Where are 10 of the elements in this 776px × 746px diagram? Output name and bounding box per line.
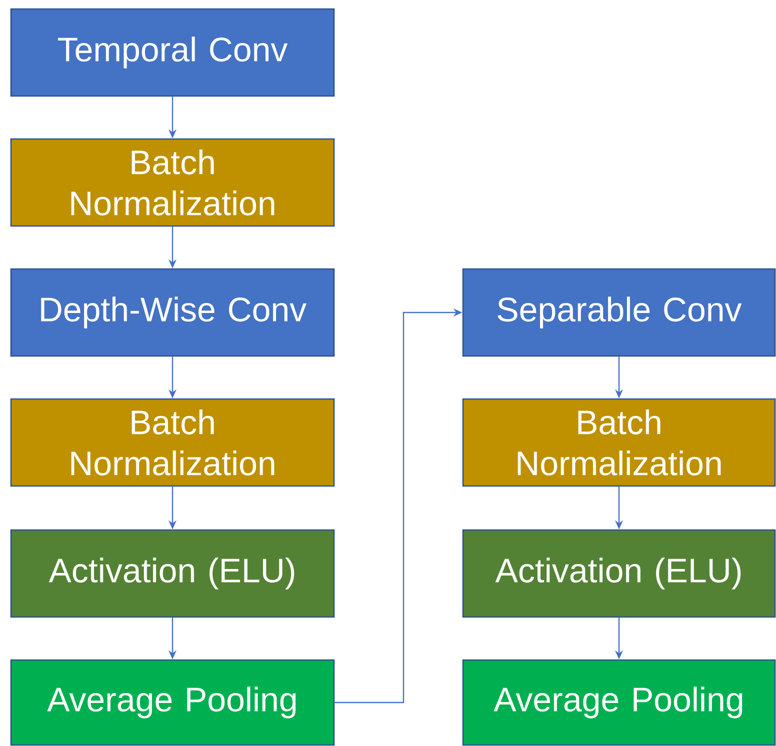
normalization-box: Batch Normalization	[10, 138, 335, 227]
activation-box: Activation (ELU)	[10, 529, 335, 618]
pooling-box: Average Pooling	[10, 659, 335, 746]
conv-box: Separable Conv	[462, 268, 776, 357]
conv-box: Temporal Conv	[10, 8, 335, 97]
pooling-box: Average Pooling	[462, 659, 776, 746]
conv-box: Depth-Wise Conv	[10, 268, 335, 357]
normalization-box: Batch Normalization	[10, 398, 335, 487]
activation-box: Activation (ELU)	[462, 529, 776, 618]
normalization-box: Batch Normalization	[462, 398, 776, 487]
